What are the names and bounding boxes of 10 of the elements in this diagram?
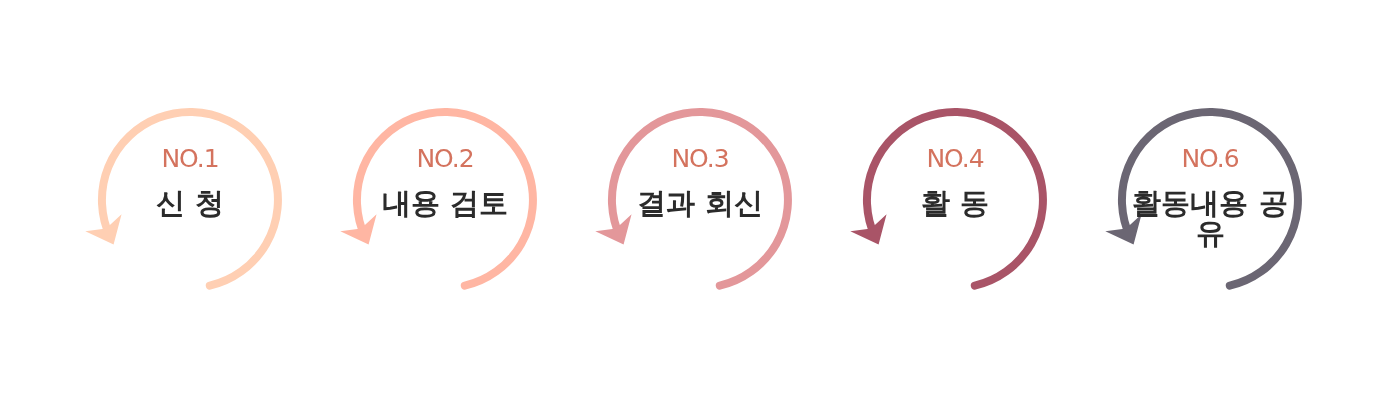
step-number: NO.3 [670, 144, 730, 174]
step-title: 활동내용 공유 [1131, 188, 1289, 248]
step-number: NO.4 [925, 144, 985, 174]
step-title: 결과 회신 [635, 188, 765, 218]
step-number: NO.2 [415, 144, 475, 174]
step-number: NO.1 [160, 144, 220, 174]
step-number: NO.6 [1180, 144, 1240, 174]
step-title: 활 동 [919, 188, 991, 218]
step-title: 신 청 [154, 188, 226, 218]
step-title: 내용 검토 [380, 188, 510, 218]
